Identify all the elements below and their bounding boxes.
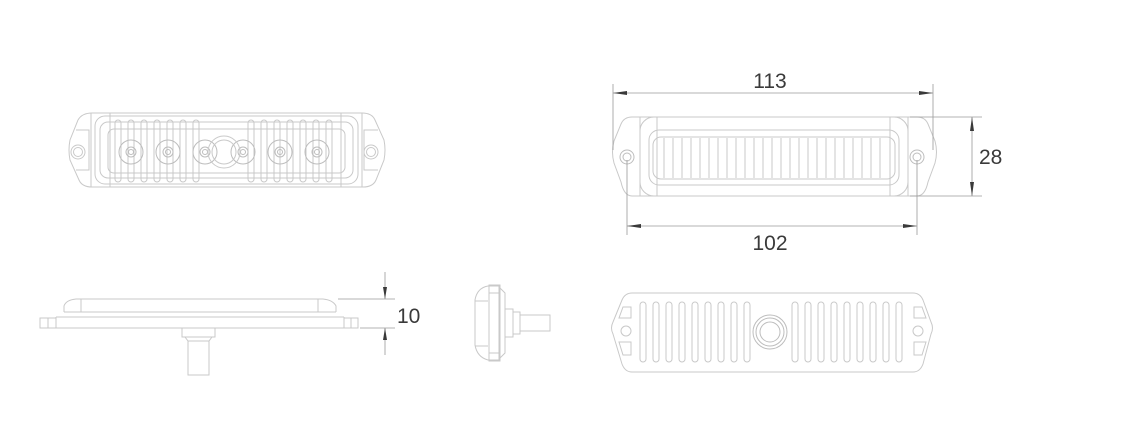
lens-grille xyxy=(663,138,881,178)
dimension-label-102: 102 xyxy=(752,232,787,255)
dimension-label-28: 28 xyxy=(979,146,1002,169)
dimension-height: 28 xyxy=(910,116,1002,197)
dimension-hole-spacing: 102 xyxy=(626,160,918,255)
side-view: 10 xyxy=(39,272,420,376)
dimension-depth: 10 xyxy=(338,272,420,355)
led-lenses xyxy=(118,139,330,165)
end-view xyxy=(474,284,551,362)
dimension-label-10: 10 xyxy=(397,305,420,328)
dimension-overall-length: 113 xyxy=(612,70,934,150)
front-view-transparent xyxy=(68,112,386,188)
dimension-label-113: 113 xyxy=(753,70,786,93)
cooling-fins xyxy=(639,301,903,363)
rear-view xyxy=(611,292,933,373)
front-view-dimensioned: 113 102 28 xyxy=(612,70,1002,255)
